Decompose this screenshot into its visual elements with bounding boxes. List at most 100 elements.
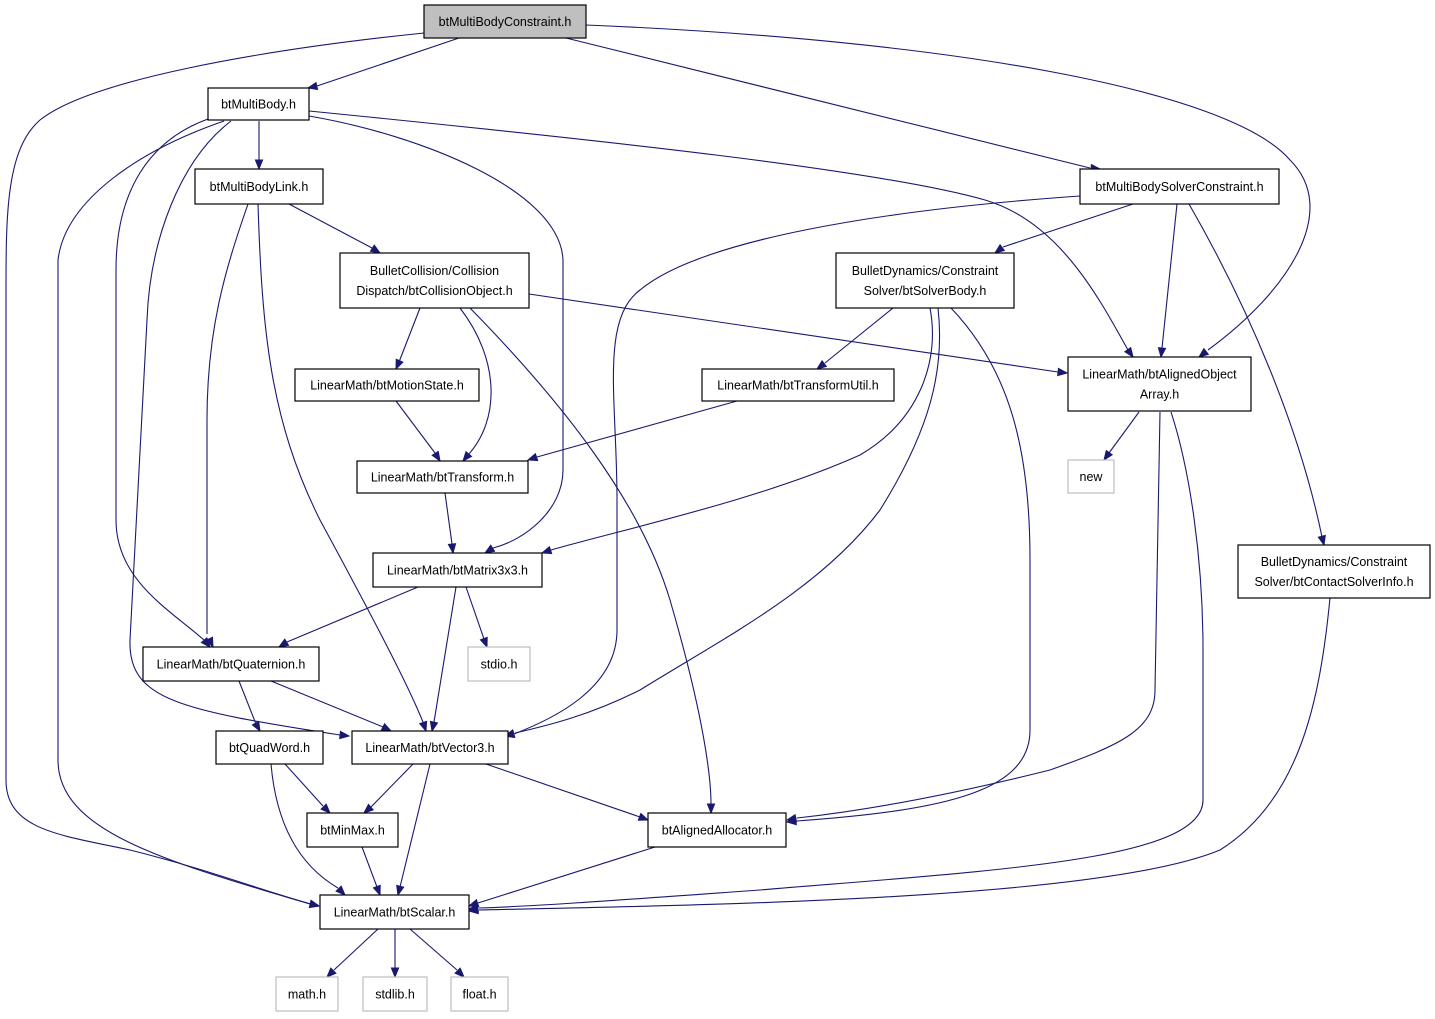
- node-stdio: stdio.h: [467, 646, 531, 682]
- arrowhead: [339, 730, 351, 740]
- edge-matrix3x3-to-vector3: [429, 586, 457, 733]
- node-solverbody[interactable]: BulletDynamics/ConstraintSolver/btSolver…: [835, 252, 1015, 309]
- arrowhead: [540, 545, 553, 555]
- node-label: btAlignedAllocator.h: [662, 824, 773, 838]
- node-collisionobject[interactable]: BulletCollision/CollisionDispatch/btColl…: [339, 252, 530, 309]
- arrowhead: [447, 543, 457, 555]
- edge-line: [824, 307, 894, 364]
- node-label: btMultiBodyConstraint.h: [439, 15, 572, 29]
- node-box[interactable]: [351, 730, 509, 765]
- node-solverconstraint[interactable]: btMultiBodySolverConstraint.h: [1079, 168, 1280, 205]
- node-motionstate[interactable]: LinearMath/btMotionState.h: [294, 368, 480, 402]
- arrowhead: [431, 450, 441, 463]
- edge-line: [270, 680, 384, 728]
- edge-collisionobject-to-transform: [459, 307, 492, 463]
- node-label: LinearMath/btAlignedObject: [1082, 368, 1237, 382]
- edge-line: [333, 928, 379, 971]
- node-box[interactable]: [647, 812, 787, 848]
- node-box[interactable]: [1079, 168, 1280, 205]
- edge-line: [469, 307, 712, 805]
- node-multibody[interactable]: btMultiBody.h: [207, 87, 310, 121]
- edge-solverconstraint-to-solverbody: [993, 203, 1134, 254]
- edge-multibodylink-to-vector3: [257, 203, 428, 733]
- edge-multibody-to-vector3: [129, 120, 351, 740]
- edge-line: [796, 411, 1161, 819]
- arrowhead: [372, 884, 381, 897]
- node-quadword[interactable]: btQuadWord.h: [215, 730, 324, 765]
- node-box[interactable]: [215, 730, 324, 765]
- node-transform[interactable]: LinearMath/btTransform.h: [356, 460, 529, 494]
- node-box[interactable]: [1237, 544, 1431, 599]
- node-box[interactable]: [372, 552, 543, 588]
- node-label: stdio.h: [481, 658, 518, 672]
- arrowhead: [380, 722, 393, 732]
- edge-quaternion-to-vector3: [270, 680, 393, 732]
- edge-line: [286, 586, 419, 643]
- node-vector3[interactable]: LinearMath/btVector3.h: [351, 730, 509, 765]
- node-transformutil[interactable]: LinearMath/btTransformUtil.h: [701, 368, 895, 402]
- node-multibodylink[interactable]: btMultiBodyLink.h: [194, 168, 324, 205]
- node-box[interactable]: [142, 646, 320, 682]
- arrowhead: [308, 899, 321, 909]
- node-label: math.h: [288, 988, 326, 1002]
- arrowhead: [254, 159, 264, 171]
- node-box[interactable]: [423, 4, 587, 39]
- arrowhead: [454, 967, 465, 978]
- node-box[interactable]: [207, 87, 310, 121]
- node-box[interactable]: [356, 460, 529, 494]
- arrowhead: [785, 813, 798, 823]
- edge-line: [399, 763, 431, 888]
- edge-solverbody-to-matrix3x3: [540, 307, 933, 555]
- node-matrix3x3[interactable]: LinearMath/btMatrix3x3.h: [372, 552, 543, 588]
- node-minmax[interactable]: btMinMax.h: [306, 812, 399, 848]
- node-box[interactable]: [339, 252, 530, 309]
- arrowhead: [418, 720, 428, 733]
- node-box[interactable]: [701, 368, 895, 402]
- node-root[interactable]: btMultiBodyConstraint.h: [423, 4, 587, 39]
- node-label: LinearMath/btTransformUtil.h: [717, 379, 878, 393]
- node-alignedallocator[interactable]: btAlignedAllocator.h: [647, 812, 787, 848]
- node-contactsolverinfo[interactable]: BulletDynamics/ConstraintSolver/btContac…: [1237, 544, 1431, 599]
- node-box[interactable]: [1067, 356, 1252, 412]
- node-scalar[interactable]: LinearMath/btScalar.h: [319, 894, 470, 930]
- node-box: [362, 976, 428, 1012]
- edge-line: [585, 24, 1311, 351]
- edge-line: [433, 586, 457, 723]
- node-box[interactable]: [294, 368, 480, 402]
- node-label: BulletCollision/Collision: [370, 264, 499, 278]
- arrowhead: [462, 450, 473, 463]
- node-box[interactable]: [319, 894, 470, 930]
- edge-line: [528, 293, 1059, 373]
- edge-transform-to-matrix3x3: [444, 492, 457, 555]
- edge-multibody-to-multibodylink: [254, 121, 264, 171]
- edge-line: [478, 411, 1204, 909]
- node-quaternion[interactable]: LinearMath/btQuaternion.h: [142, 646, 320, 682]
- edge-line: [288, 203, 373, 249]
- arrowhead: [326, 967, 337, 978]
- arrowhead: [362, 803, 375, 814]
- node-box[interactable]: [194, 168, 324, 205]
- edge-line: [1188, 203, 1323, 538]
- edge-multibody-to-matrix3x3: [308, 115, 564, 554]
- edge-line: [536, 400, 738, 458]
- edge-line: [370, 763, 414, 808]
- arrowhead: [395, 358, 404, 371]
- edge-line: [796, 307, 1031, 822]
- node-box[interactable]: [835, 252, 1015, 309]
- arrowhead: [706, 803, 716, 815]
- arrowhead: [1157, 347, 1167, 359]
- edge-line: [514, 307, 941, 734]
- edge-multibodylink-to-collisionobject: [288, 203, 382, 254]
- arrowhead: [335, 885, 346, 896]
- arrowhead: [429, 720, 439, 733]
- node-float: float.h: [450, 976, 509, 1012]
- node-box[interactable]: [306, 812, 399, 848]
- edge-line: [129, 120, 341, 736]
- edge-line: [1161, 203, 1178, 349]
- edge-line: [398, 307, 421, 363]
- arrowhead: [483, 544, 496, 554]
- node-label: Solver/btContactSolverInfo.h: [1254, 575, 1413, 589]
- edge-quaternion-to-quadword: [238, 680, 261, 733]
